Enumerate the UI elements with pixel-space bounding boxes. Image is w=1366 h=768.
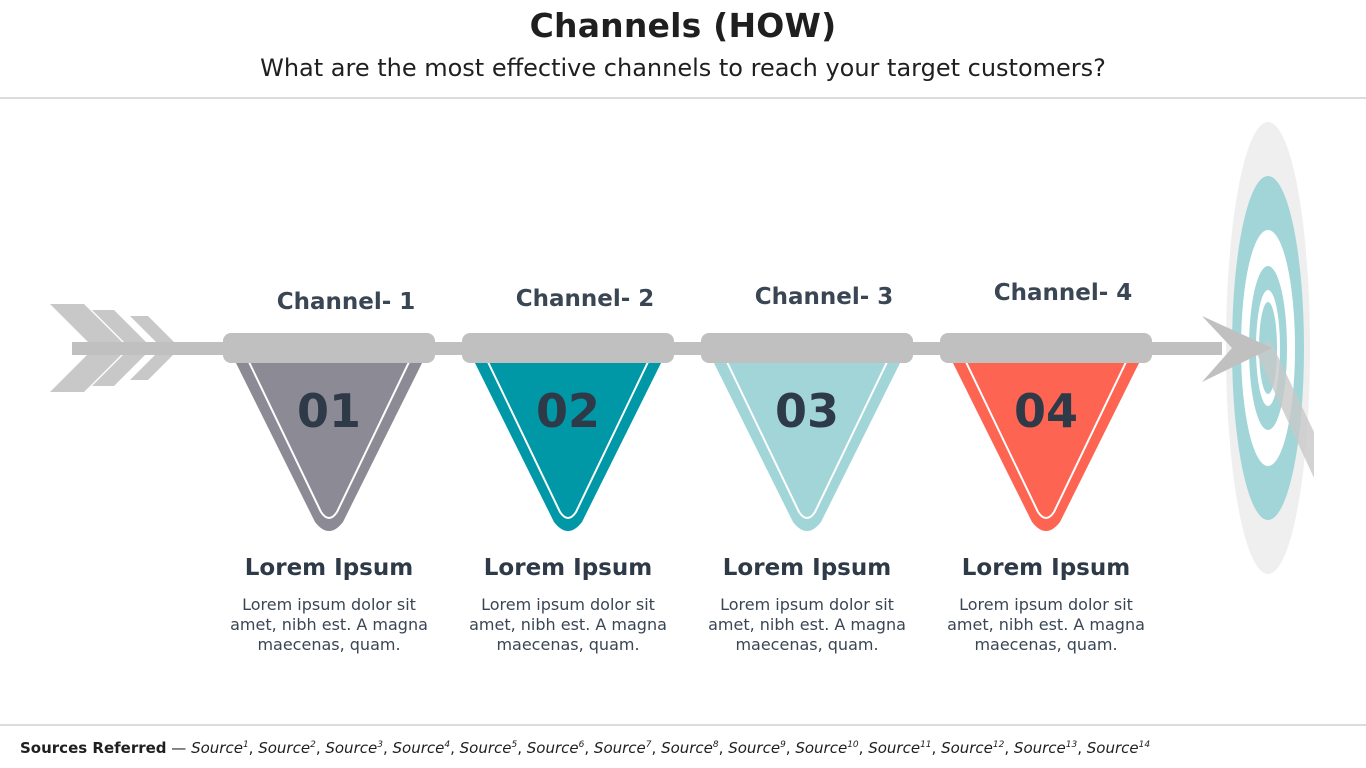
source-superscript: 9: [780, 740, 786, 750]
source-superscript: 1: [242, 740, 249, 750]
pennant-bar-3: [701, 333, 913, 363]
source-text: Source: [258, 739, 311, 757]
source-text: Source: [392, 739, 445, 757]
source-comma: ,: [315, 739, 326, 757]
source-superscript: 7: [645, 740, 652, 750]
source-superscript: 6: [578, 740, 585, 750]
source-superscript: 8: [712, 740, 719, 750]
source-superscript: 3: [377, 740, 383, 750]
source-superscript: 4: [444, 740, 451, 750]
source-item: Source13: [1014, 739, 1077, 757]
pennant-outline-3: [725, 361, 889, 519]
source-superscript: 2: [310, 740, 316, 750]
source-item: Source5: [460, 739, 518, 757]
sources-separator: —: [166, 739, 192, 757]
channel-number-2: 02: [535, 384, 600, 438]
source-comma: ,: [517, 739, 527, 757]
source-text: Source: [593, 739, 646, 757]
pennant-3: [711, 357, 903, 531]
source-item: Source12: [941, 739, 1004, 757]
channel-number-1: 01: [296, 384, 361, 438]
source-item: Source2: [258, 739, 316, 757]
source-text: Source: [728, 739, 781, 757]
source-comma: ,: [651, 739, 662, 757]
source-text: Source: [191, 739, 243, 757]
source-comma: ,: [450, 739, 460, 757]
source-text: Source: [526, 739, 579, 757]
sources-label: Sources Referred: [20, 739, 167, 757]
source-item: Source4: [393, 739, 451, 757]
channel-label-1: Channel- 1: [276, 289, 416, 315]
source-superscript: 12: [992, 740, 1005, 750]
source-text: Source: [795, 739, 848, 757]
channel-description-3: Lorem ipsum dolor sit amet, nibh est. A …: [708, 595, 906, 654]
source-item: Source7: [594, 739, 652, 757]
source-comma: ,: [1077, 739, 1087, 757]
source-comma: ,: [1004, 739, 1014, 757]
source-comma: ,: [382, 739, 393, 757]
source-item: Source1: [191, 739, 249, 757]
channel-label-3: Channel- 3: [754, 284, 894, 310]
pennant-outline-1: [247, 361, 411, 519]
source-comma: ,: [718, 739, 729, 757]
pennant-4: [950, 357, 1142, 531]
footer-divider: [0, 724, 1366, 726]
source-text: Source: [459, 739, 512, 757]
source-superscript: 10: [847, 740, 859, 750]
source-item: Source14: [1087, 739, 1150, 757]
pennant-2: [472, 357, 664, 531]
sources-list: Source1, Source2, Source3, Source4, Sour…: [191, 739, 1150, 757]
channel-title-3: Lorem Ipsum: [722, 555, 892, 581]
channel-description-2: Lorem ipsum dolor sit amet, nibh est. A …: [469, 595, 667, 654]
pennant-outline-4: [964, 361, 1128, 519]
pennant-outline-2: [486, 361, 650, 519]
source-comma: ,: [785, 739, 796, 757]
channel-title-2: Lorem Ipsum: [483, 555, 653, 581]
channel-description-4: Lorem ipsum dolor sit amet, nibh est. A …: [947, 595, 1145, 654]
channel-number-3: 03: [774, 384, 839, 438]
channel-number-4: 04: [1013, 384, 1078, 438]
channel-description-1: Lorem ipsum dolor sit amet, nibh est. A …: [230, 595, 428, 654]
source-comma: ,: [931, 739, 942, 757]
source-item: Source11: [868, 739, 931, 757]
source-superscript: 11: [920, 740, 932, 750]
source-text: Source: [868, 739, 921, 757]
channel-label-4: Channel- 4: [993, 280, 1133, 306]
channel-label-2: Channel- 2: [515, 286, 655, 312]
page-subtitle: What are the most effective channels to …: [260, 54, 1106, 82]
source-superscript: 5: [511, 740, 518, 750]
pennant-bar-2: [462, 333, 674, 363]
source-superscript: 14: [1138, 740, 1151, 750]
source-text: Source: [325, 739, 378, 757]
source-text: Source: [941, 739, 993, 757]
source-comma: ,: [248, 739, 259, 757]
header-divider: [0, 97, 1366, 99]
source-item: Source9: [728, 739, 786, 757]
source-item: Source3: [325, 739, 383, 757]
source-comma: ,: [858, 739, 869, 757]
pennant-1: [233, 357, 425, 531]
source-text: Source: [1013, 739, 1066, 757]
source-superscript: 13: [1065, 740, 1078, 750]
source-text: Source: [1086, 739, 1139, 757]
channel-title-4: Lorem Ipsum: [961, 555, 1131, 581]
source-comma: ,: [584, 739, 594, 757]
channel-title-1: Lorem Ipsum: [244, 555, 414, 581]
source-text: Source: [661, 739, 713, 757]
source-item: Source8: [661, 739, 719, 757]
sources-line: Sources Referred — Source1, Source2, Sou…: [20, 739, 1150, 757]
source-item: Source10: [795, 739, 858, 757]
pennant-bar-1: [223, 333, 435, 363]
page-title: Channels (HOW): [529, 6, 837, 45]
pennant-bar-4: [940, 333, 1152, 363]
source-item: Source6: [527, 739, 585, 757]
